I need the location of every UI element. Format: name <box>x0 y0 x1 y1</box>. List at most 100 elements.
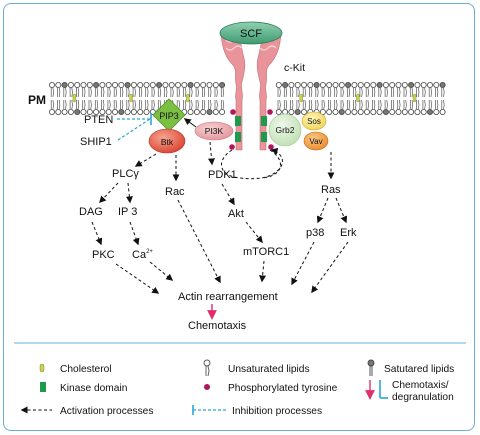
lipid-tail <box>416 87 420 98</box>
lipid-tail <box>416 99 420 110</box>
lipid-tail <box>340 99 344 110</box>
lipid-tail <box>101 87 105 98</box>
lipid-head <box>345 109 352 116</box>
kinase-domain <box>235 116 241 126</box>
lipid-tail <box>302 87 306 98</box>
lipid-head <box>439 82 446 89</box>
lipid-tail <box>176 87 180 98</box>
ship1-label: SHIP1 <box>80 136 112 148</box>
cholesterol-icon <box>39 363 45 373</box>
cholesterol <box>129 93 133 103</box>
lipid-tail <box>290 87 294 98</box>
legend-kinase-domain: Kinase domain <box>60 383 127 394</box>
lipid-head <box>420 82 427 89</box>
lipid-head <box>187 109 194 116</box>
lipid-tail <box>409 99 414 110</box>
lipid-head <box>130 109 137 116</box>
legend-activation-processes: Activation processes <box>60 406 153 417</box>
lipid-head <box>401 82 408 89</box>
lipid-tail <box>435 87 439 98</box>
pi3k-to-pdk1-arrow <box>208 141 215 166</box>
lipid-head <box>149 82 156 89</box>
lipid-tail <box>384 99 388 110</box>
legend-saturated-lipids: Satutared lipids <box>384 364 454 375</box>
lipid-head <box>99 109 106 116</box>
lipid-tail <box>422 87 426 98</box>
ras-to-p38-arrow <box>316 197 329 224</box>
plcg-to-dag-arrow <box>99 182 119 204</box>
legend-phosphorylated-tyrosine: Phosphorylated tyrosine <box>228 383 338 394</box>
lipid-head <box>351 109 358 116</box>
lipid-tail <box>151 99 155 110</box>
lipid-tail <box>220 99 225 110</box>
figure-frame <box>3 3 475 431</box>
dag-label: DAG <box>79 206 103 218</box>
lipid-tail <box>113 99 117 110</box>
pi3k-node <box>194 121 234 141</box>
lipid-tail <box>69 99 73 110</box>
lipid-tail <box>88 99 92 110</box>
lipid-head <box>414 109 421 116</box>
lipid-head <box>294 109 301 116</box>
lipid-tail <box>94 99 99 110</box>
lipid-head <box>294 82 301 89</box>
lipid-head <box>80 109 87 116</box>
lipid-tail <box>321 87 325 98</box>
lipid-tail <box>397 99 401 110</box>
ca-to-actin-arrow <box>149 261 174 281</box>
lipid-tail <box>315 99 319 110</box>
chemotaxis-label: Chemotaxis <box>188 320 247 332</box>
lipid-tail <box>126 99 130 110</box>
kinase-domain <box>261 132 267 142</box>
lipid-head <box>439 109 446 116</box>
lipid-tail <box>132 99 136 110</box>
pkc-label: PKC <box>92 249 115 261</box>
lipid-tail <box>283 99 288 110</box>
lipid-head <box>67 109 74 116</box>
lipid-tail <box>277 99 281 110</box>
lipid-head <box>61 82 68 89</box>
erk-label: Erk <box>340 227 357 239</box>
lipid-tail <box>378 87 382 98</box>
lipid-head <box>212 109 219 116</box>
lipid-head <box>370 109 377 116</box>
lipid-tail <box>328 87 332 98</box>
lipid-head <box>105 82 112 89</box>
vav-node <box>303 131 329 151</box>
lipid-tail <box>88 87 92 98</box>
btk-label: Btk <box>161 137 174 147</box>
lipid-head <box>275 109 282 116</box>
inhibition-line-icon <box>192 405 226 415</box>
lipid-tail <box>409 87 414 98</box>
lipid-head <box>408 82 415 89</box>
grb2-node <box>268 113 302 147</box>
lipid-head <box>162 82 169 89</box>
lipid-head <box>300 109 307 116</box>
autophosphorylation-loop-arrow <box>221 147 283 180</box>
lipid-head <box>345 82 352 89</box>
pi3k-label: PI3K <box>205 126 224 136</box>
lipid-tail <box>183 99 187 110</box>
lipid-head <box>130 82 137 89</box>
lipid-head <box>93 82 100 89</box>
lipid-tail <box>63 99 67 110</box>
lipid-head <box>200 109 207 116</box>
lipid-head <box>319 82 326 89</box>
lipid-head <box>389 109 396 116</box>
lipid-tail <box>441 99 445 110</box>
cholesterol <box>299 93 303 103</box>
legend: Cholesterol Unsaturated lipids Satutared… <box>20 359 454 417</box>
lipid-tail <box>214 87 218 98</box>
mtorc1-label: mTORC1 <box>243 246 289 258</box>
plcg-label: PLCγ <box>112 168 139 180</box>
lipid-head <box>124 82 131 89</box>
lipid-head <box>282 82 289 89</box>
phosphorylated-tyrosine <box>230 109 236 115</box>
lipid-head <box>351 82 358 89</box>
lipid-head <box>395 82 402 89</box>
lipid-head <box>156 82 163 89</box>
lipid-tail <box>365 87 369 98</box>
lipid-tail <box>202 87 206 98</box>
autophosphorylation-loop-arc <box>261 149 281 179</box>
